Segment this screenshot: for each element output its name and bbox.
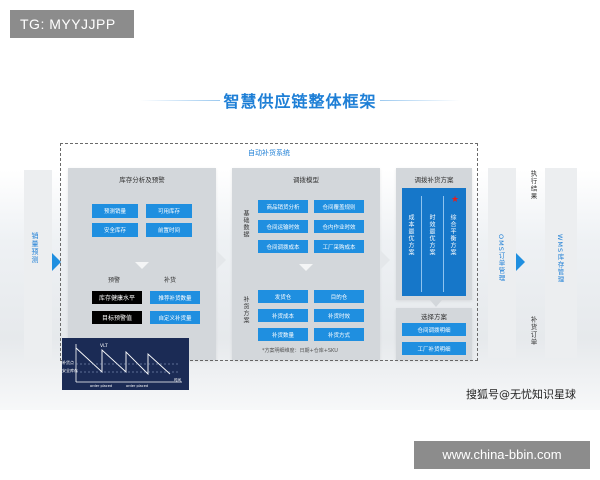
plan-options-box — [402, 188, 466, 296]
plan-note: *方案明细维度：日期+仓库+SKU — [262, 348, 338, 354]
replenish-order-label: 补货订单 — [529, 316, 537, 346]
select-item-2: 工厂补货明细 — [402, 342, 466, 355]
inv-item-1: 预测销量 — [92, 204, 138, 218]
plan-item-6: 补货方式 — [314, 328, 364, 341]
divider — [421, 196, 422, 292]
select-plan-title: 选择方案 — [421, 313, 447, 321]
transfer-model-title: 调拨模型 — [293, 176, 319, 184]
inv-item-4: 前置时间 — [146, 223, 192, 237]
wms-column — [545, 168, 577, 358]
arrow-right-icon — [516, 253, 525, 271]
oms-column — [488, 168, 516, 358]
arrow-down-icon — [430, 300, 442, 307]
arrow-right-icon — [380, 250, 390, 270]
arrow-down-icon — [299, 264, 313, 271]
chart-label-order2: order placed — [126, 384, 149, 388]
inventory-title: 库存分析及预警 — [119, 176, 165, 184]
plan-option-2: 时效最优方案 — [428, 214, 435, 256]
chart-label-reorder: 补货点 — [62, 360, 74, 365]
basic-item-3: 仓间运输时效 — [258, 220, 308, 233]
plan-item-1: 发货仓 — [258, 290, 308, 303]
plan-item-2: 目的仓 — [314, 290, 364, 303]
title-line-right — [380, 100, 460, 101]
transfer-plan-title: 调拨补货方案 — [414, 176, 454, 184]
watermark-top: TG: MYYJJPP — [10, 10, 134, 38]
warning-header: 预警 — [108, 277, 121, 284]
plan-item-4: 补货时效 — [314, 309, 364, 322]
warning-item-1: 库存健康水平 — [92, 291, 142, 304]
arrow-right-icon — [216, 250, 226, 270]
basic-data-label: 基础数据 — [242, 210, 249, 238]
basic-item-2: 仓间覆盖规则 — [314, 200, 364, 213]
credit-text: 搜狐号@无忧知识星球 — [466, 388, 576, 401]
page-title: 智慧供应链整体框架 — [223, 92, 377, 111]
arrow-right-icon — [52, 253, 61, 271]
inv-item-3: 安全库存 — [92, 223, 138, 237]
select-item-1: 仓间调拨明细 — [402, 323, 466, 336]
chart-label-safety: 安全库存 — [62, 368, 78, 373]
warning-item-2: 目标预警值 — [92, 311, 142, 324]
auto-system-border — [60, 143, 478, 361]
replenish-item-2: 自定义补货量 — [150, 311, 200, 324]
sawtooth-chart — [75, 344, 182, 383]
watermark-bottom: www.china-bbin.com — [414, 441, 590, 469]
plan-option-3: 综合平衡方案 — [449, 214, 456, 256]
plan-item-5: 补货数量 — [258, 328, 308, 341]
star-icon: ★ — [451, 195, 460, 205]
wms-label: WMS库存管理 — [556, 234, 564, 284]
auto-system-label: 自动补货系统 — [248, 149, 290, 157]
divider — [443, 196, 444, 292]
inventory-chart: VLT 补货点 安全库存 order placed order placed 时… — [62, 338, 189, 390]
title-line-left — [140, 100, 220, 101]
replenish-header: 补货 — [164, 277, 177, 284]
chart-label-vlt: VLT — [100, 344, 108, 349]
sales-forecast-column — [24, 170, 52, 360]
basic-item-6: 工厂采购成本 — [314, 240, 364, 253]
exec-result-label: 执行结果 — [529, 170, 537, 200]
inv-item-2: 可用库存 — [146, 204, 192, 218]
sales-forecast-label: 销量预测 — [31, 232, 39, 264]
chart-label-order1: order placed — [90, 384, 113, 388]
arrow-down-icon — [135, 262, 149, 269]
chart-label-time: 时间 — [174, 378, 181, 382]
basic-item-1: 商品销货分析 — [258, 200, 308, 213]
plan-label: 补货方案 — [242, 296, 249, 324]
oms-label: OMS订单管理 — [497, 234, 505, 282]
basic-item-4: 仓内作业时效 — [314, 220, 364, 233]
plan-option-1: 成本最优方案 — [407, 214, 414, 256]
basic-item-5: 仓间调拨成本 — [258, 240, 308, 253]
plan-item-3: 补货成本 — [258, 309, 308, 322]
replenish-item-1: 推荐补货数量 — [150, 291, 200, 304]
